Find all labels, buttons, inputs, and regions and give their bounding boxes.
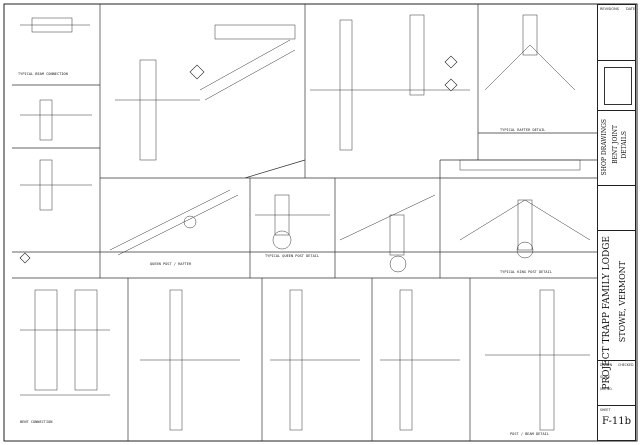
drawing-title-cell: SHOP DRAWINGS BENT JOINT DETAILS [598, 110, 635, 185]
project-location: STOWE, VERMONT [618, 261, 627, 343]
project-cell: PROJECT TRAPP FAMILY LODGE STOWE, VERMON… [598, 230, 635, 390]
sheet-number: F-11b [602, 416, 631, 427]
job-label: JOB NO. [600, 387, 613, 391]
detail-label: BENT CONNECTION [20, 420, 53, 424]
detail-label: TYPICAL BEAM CONNECTION [18, 72, 68, 76]
drawing-title-1: BENT JOINT [612, 125, 619, 164]
drawn-label: DRAWN [600, 363, 613, 367]
revisions-label: REVISIONS [600, 7, 619, 11]
title-block: REVISIONS DATE SHOP DRAWINGS BENT JOINT … [597, 4, 636, 441]
info-cell: DRAWN CHECKED SCALE JOB NO. [598, 360, 635, 405]
panel-grid [12, 4, 597, 441]
company-logo [604, 67, 632, 105]
checked-label: CHECKED [618, 363, 634, 367]
logo-cell [598, 60, 635, 110]
detail-label: POST / BEAM DETAIL [510, 432, 549, 436]
sheet-label: SHEET [600, 408, 611, 412]
date-label: DATE [626, 7, 636, 11]
detail-sketches [20, 14, 591, 431]
contact-cell [598, 185, 635, 230]
scale-label: SCALE [600, 375, 611, 379]
detail-label: TYPICAL KING POST DETAIL [500, 270, 552, 274]
drawing-title-2: DETAILS [621, 131, 628, 159]
section-marker-icon [19, 55, 458, 264]
detail-label: TYPICAL QUEEN POST DETAIL [265, 254, 320, 258]
detail-label: QUEEN POST / RAFTER [150, 262, 192, 266]
detail-label: TYPICAL RAFTER DETAIL [500, 128, 546, 132]
drawing-type: SHOP DRAWINGS [601, 119, 608, 176]
sheet-cell: SHEET F-11b [598, 405, 635, 442]
